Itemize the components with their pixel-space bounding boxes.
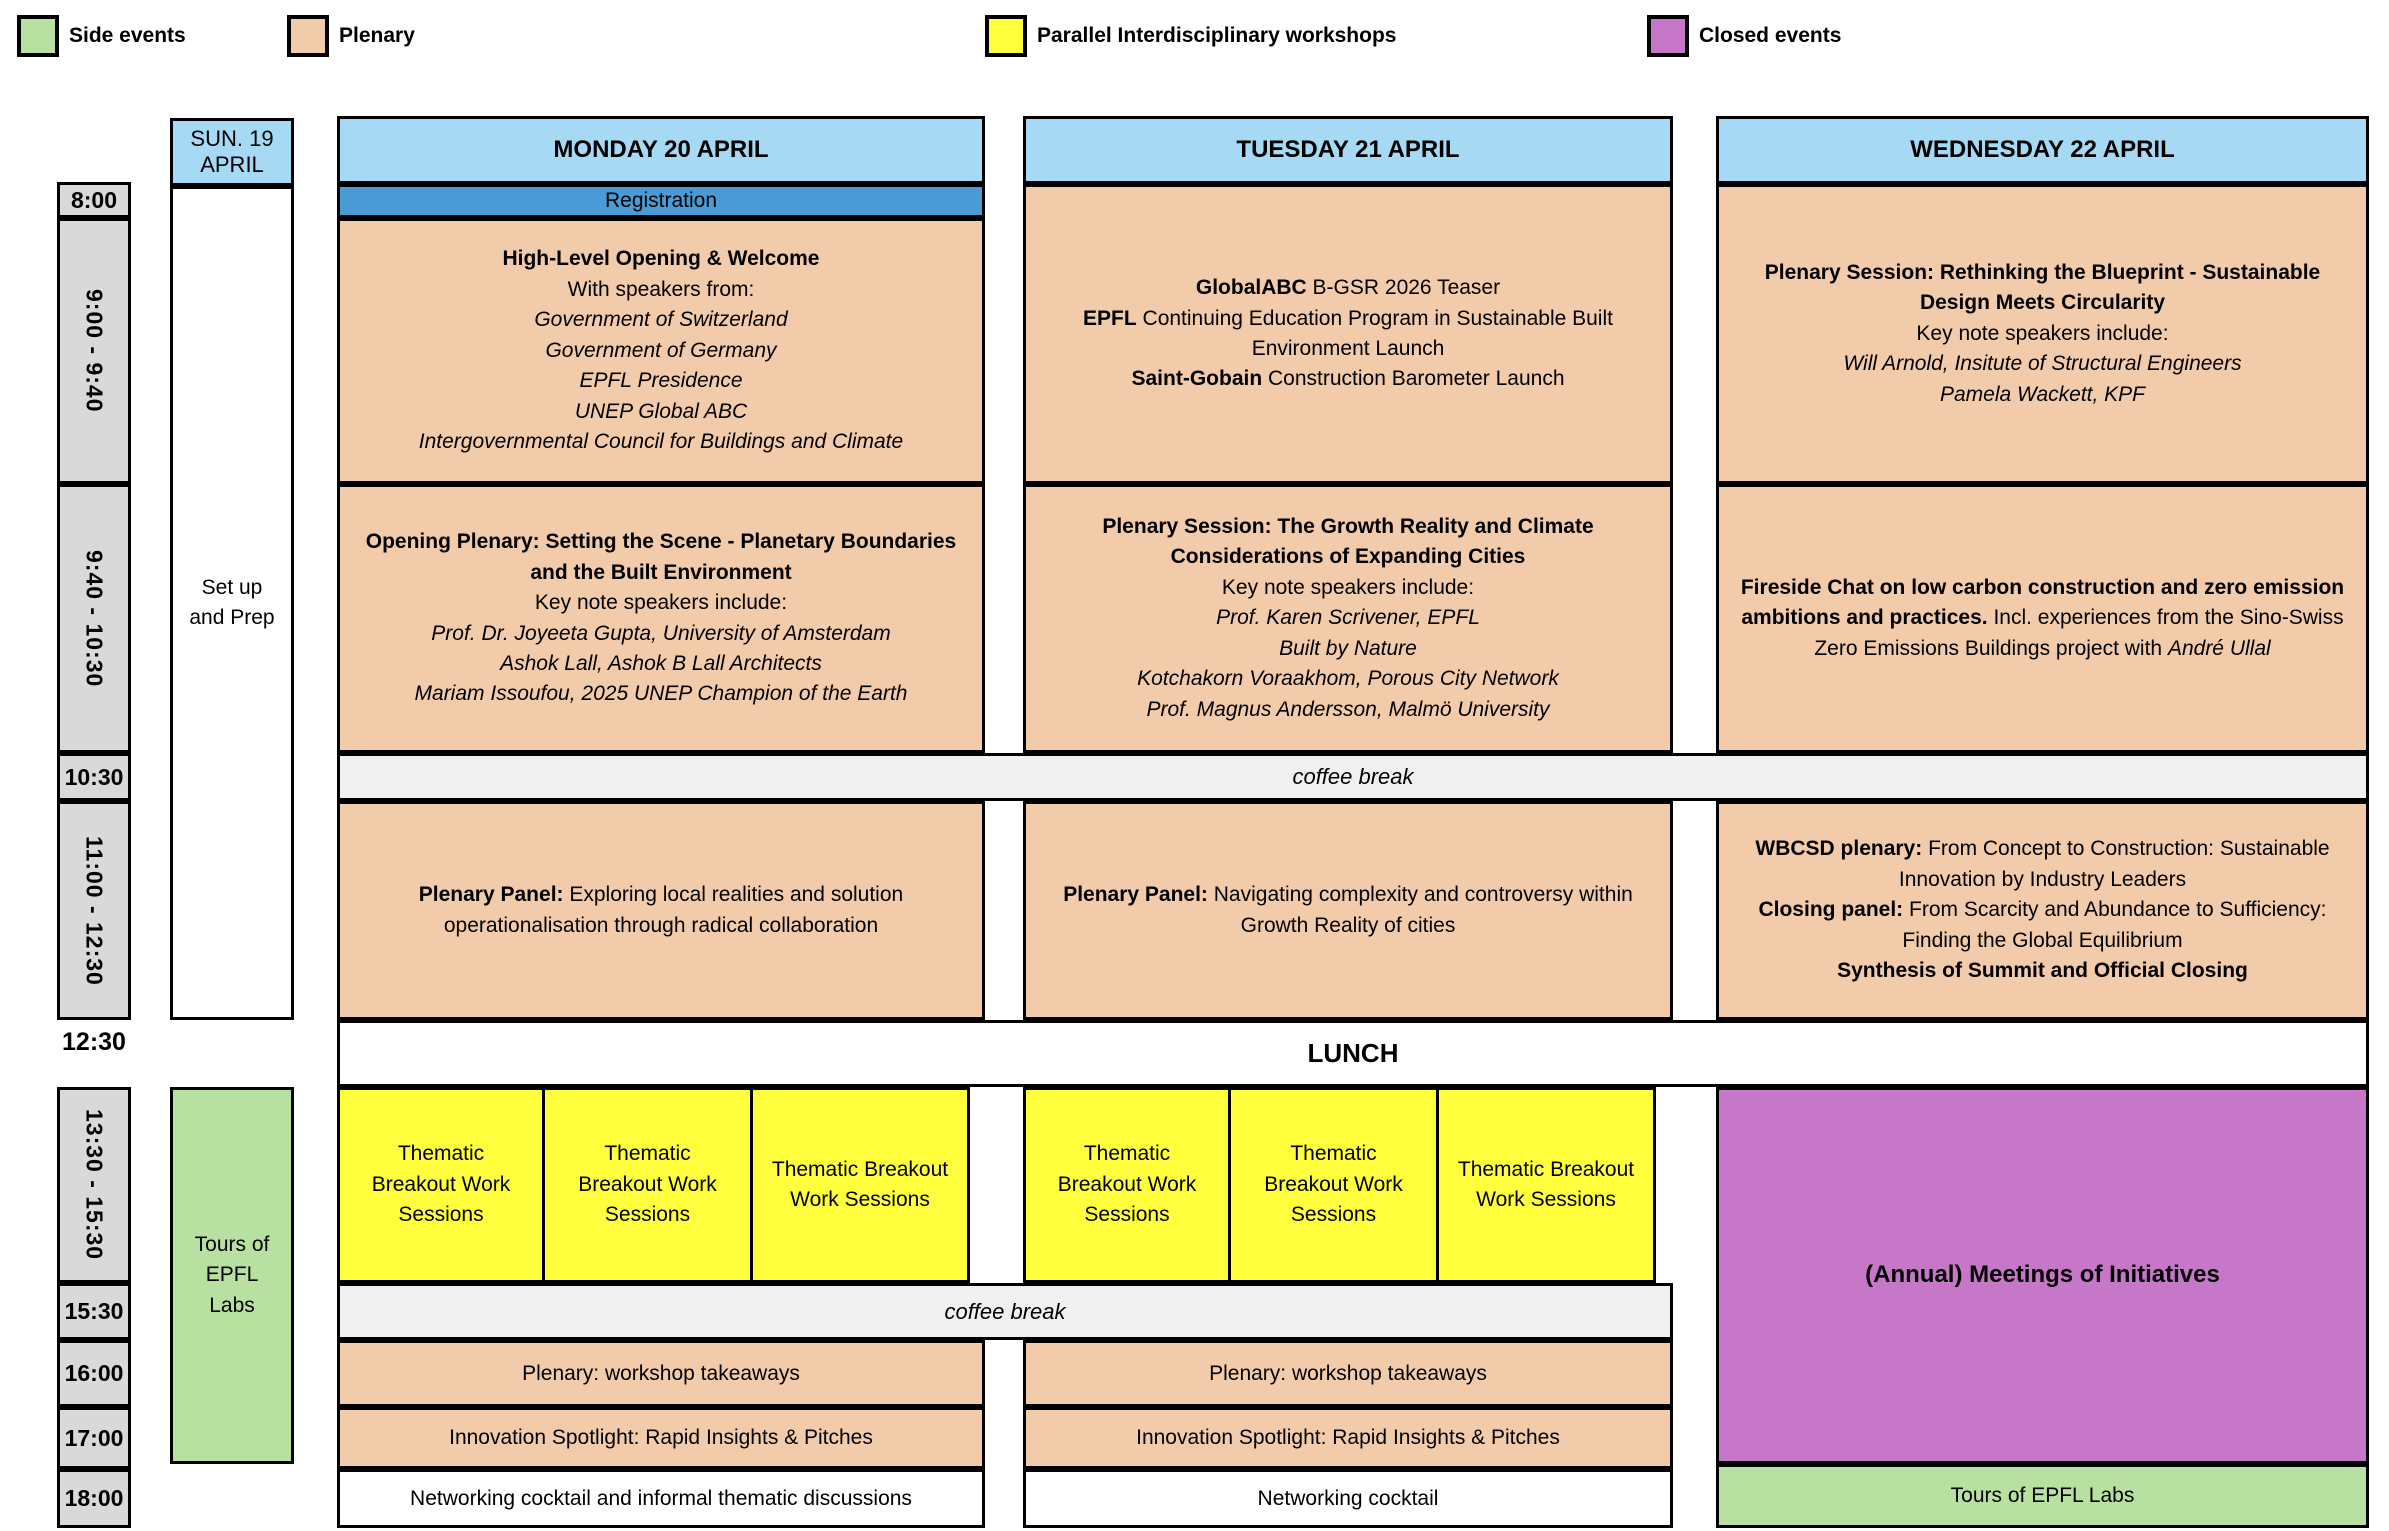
tuesday-workshop-cell-1: Thematic Breakout Work Sessions [1023, 1087, 1231, 1283]
session-title: Plenary Session: The Growth Reality and … [1102, 514, 1594, 569]
tuesday-panel-cell: Plenary Panel: Navigating complexity and… [1023, 801, 1673, 1020]
monday-panel-cell: Plenary Panel: Exploring local realities… [337, 801, 985, 1020]
legend-item-closed-events: Closed events [1647, 15, 1841, 57]
speaker-line: EPFL Presidence [579, 369, 743, 393]
wednesday-meetings-cell: (Annual) Meetings of Initiatives [1716, 1087, 2369, 1464]
launch-line: EPFL Continuing Education Program in Sus… [1083, 306, 1613, 360]
speaker-line: Prof. Dr. Joyeeta Gupta, University of A… [431, 621, 891, 645]
tuesday-workshop-cell-2: Thematic Breakout Work Sessions [1228, 1087, 1439, 1283]
tuesday-plenary-cell: Plenary Session: The Growth Reality and … [1023, 484, 1673, 753]
time-1230: 12:30 [62, 1028, 126, 1056]
coffee-break-band-2: coffee break [337, 1283, 1673, 1340]
session-title: Plenary Panel: [1063, 883, 1208, 907]
speaker-line: Mariam Issoufou, 2025 UNEP Champion of t… [414, 682, 908, 706]
time-1530: 15:30 [57, 1283, 131, 1340]
tuesday-spotlight-bar: Innovation Spotlight: Rapid Insights & P… [1023, 1407, 1673, 1469]
tuesday-launches-cell: GlobalABC B-GSR 2026 Teaser EPFL Continu… [1023, 184, 1673, 484]
monday-registration-bar: Registration [337, 184, 985, 218]
sunday-setup-cell: Set up and Prep [170, 186, 294, 1020]
launch-line: Saint-Gobain Construction Barometer Laun… [1131, 367, 1565, 391]
tuesday-takeaways-bar: Plenary: workshop takeaways [1023, 1340, 1673, 1407]
session-title: Fireside Chat on low carbon construction… [1740, 575, 2345, 630]
legend-item-side-events: Side events [17, 15, 186, 57]
session-title: High-Level Opening & Welcome [502, 247, 820, 271]
speaker-line: Prof. Magnus Andersson, Malmö University [1146, 697, 1550, 721]
legend-label: Side events [69, 24, 186, 47]
time-1800: 18:00 [57, 1469, 131, 1528]
closing-line: WBCSD plenary: From Concept to Construct… [1755, 837, 2330, 891]
monday-opening-plenary-cell: Opening Plenary: Setting the Scene - Pla… [337, 484, 985, 753]
time-1030: 10:30 [57, 753, 131, 801]
launch-line: GlobalABC B-GSR 2026 Teaser [1195, 276, 1501, 300]
speaker-line: Ashok Lall, Ashok B Lall Architects [500, 651, 822, 675]
session-title: Plenary Session: Rethinking the Blueprin… [1764, 260, 2321, 315]
wednesday-closing-cell: WBCSD plenary: From Concept to Construct… [1716, 801, 2369, 1020]
side-events-swatch [17, 15, 59, 57]
monday-opening-cell: High-Level Opening & Welcome With speake… [337, 218, 985, 484]
closing-line: Synthesis of Summit and Official Closing [1837, 959, 2248, 983]
time-0940-1030: 9:40 - 10:30 [57, 484, 131, 753]
wednesday-header: WEDNESDAY 22 APRIL [1716, 116, 2369, 184]
coffee-break-band-1: coffee break [337, 753, 2369, 801]
time-1100-1230: 11:00 - 12:30 [57, 801, 131, 1020]
tuesday-networking-bar: Networking cocktail [1023, 1469, 1673, 1528]
session-intro: With speakers from: [567, 277, 755, 301]
wednesday-fireside-cell: Fireside Chat on low carbon construction… [1716, 484, 2369, 753]
legend-label: Parallel Interdisciplinary workshops [1037, 24, 1397, 47]
workshops-swatch [985, 15, 1027, 57]
time-1600: 16:00 [57, 1340, 131, 1407]
lunch-band: LUNCH [337, 1020, 2369, 1087]
time-1700: 17:00 [57, 1407, 131, 1469]
sunday-header: SUN. 19 APRIL [170, 118, 294, 186]
session-title: Opening Plenary: Setting the Scene - Pla… [365, 530, 957, 584]
speaker-line: Government of Switzerland [534, 308, 788, 332]
speaker-line: Built by Nature [1279, 636, 1417, 660]
time-0900-0940: 9:00 - 9:40 [57, 218, 131, 484]
closed-events-swatch [1647, 15, 1689, 57]
speaker-line: Pamela Wackett, KPF [1939, 382, 2146, 406]
legend-label: Closed events [1699, 24, 1842, 47]
speaker-line: UNEP Global ABC [574, 399, 748, 423]
monday-workshop-cell-3: Thematic Breakout Work Sessions [750, 1087, 970, 1283]
speaker-line: Government of Germany [545, 338, 777, 362]
wednesday-tours-bar: Tours of EPFL Labs [1716, 1464, 2369, 1528]
plenary-swatch [287, 15, 329, 57]
session-title: Plenary Panel: [418, 883, 564, 907]
legend-item-workshops: Parallel Interdisciplinary workshops [985, 15, 1396, 57]
wednesday-plenary-cell: Plenary Session: Rethinking the Blueprin… [1716, 184, 2369, 484]
time-0800: 8:00 [57, 182, 131, 218]
monday-takeaways-bar: Plenary: workshop takeaways [337, 1340, 985, 1407]
session-intro: Key note speakers include: [1916, 321, 2169, 345]
monday-workshop-cell-2: Thematic Breakout Work Sessions [542, 1087, 753, 1283]
monday-workshop-cell-1: Thematic Breakout Work Sessions [337, 1087, 545, 1283]
closing-line: Closing panel: From Scarcity and Abundan… [1758, 898, 2327, 952]
sunday-tours-cell: Tours of EPFL Labs [170, 1087, 294, 1464]
monday-spotlight-bar: Innovation Spotlight: Rapid Insights & P… [337, 1407, 985, 1469]
monday-networking-bar: Networking cocktail and informal themati… [337, 1469, 985, 1528]
time-1330-1530: 13:30 - 15:30 [57, 1087, 131, 1283]
tuesday-workshop-cell-3: Thematic Breakout Work Sessions [1436, 1087, 1656, 1283]
session-intro: Key note speakers include: [534, 591, 788, 615]
speaker-line: Intergovernmental Council for Buildings … [418, 430, 904, 454]
speaker-line: Prof. Karen Scrivener, EPFL [1216, 606, 1480, 630]
session-intro: Key note speakers include: [1221, 575, 1475, 599]
monday-header: MONDAY 20 APRIL [337, 116, 985, 184]
speaker-line: Kotchakorn Voraakhom, Porous City Networ… [1137, 667, 1559, 691]
legend-item-plenary: Plenary [287, 15, 415, 57]
tuesday-header: TUESDAY 21 APRIL [1023, 116, 1673, 184]
legend-label: Plenary [339, 24, 415, 47]
speaker-line: Will Arnold, Insitute of Structural Engi… [1843, 352, 2242, 376]
